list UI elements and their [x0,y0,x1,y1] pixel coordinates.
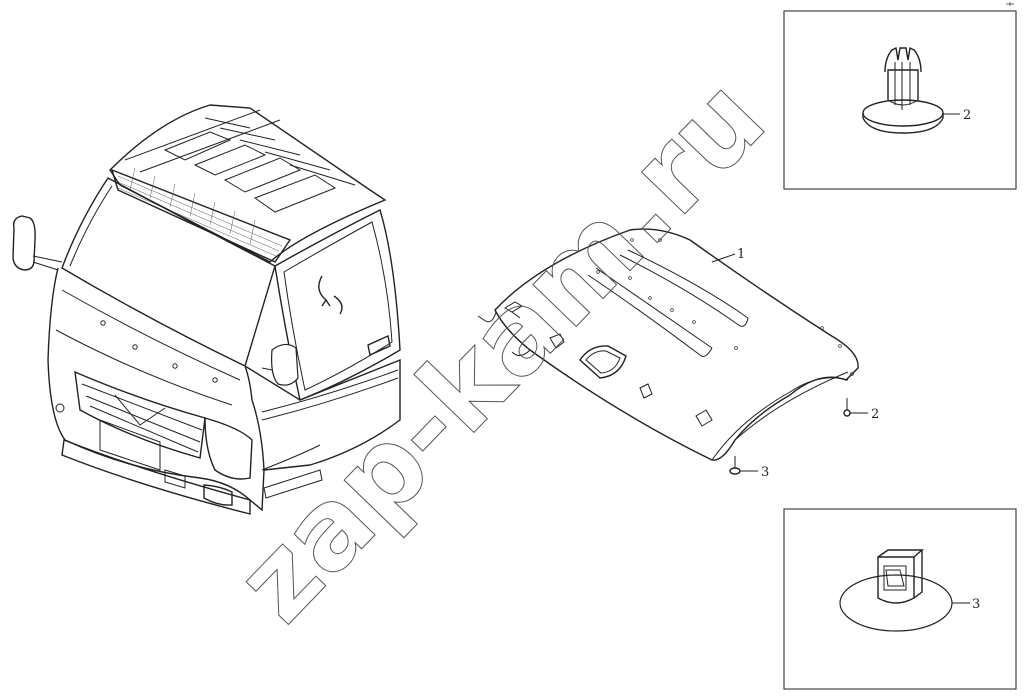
cab-door [244,209,401,499]
callout-clip-on-roof: 2 [871,407,879,422]
cab-roof [109,104,387,263]
detail-box-clip [783,10,1017,190]
roof-headliner-panel [477,228,868,475]
windshield [61,177,276,367]
callout-clip-in-box: 2 [963,108,971,123]
corner-mark [1006,2,1014,6]
side-mirror-left [12,215,63,271]
truck-cab-illustration [12,104,401,515]
callout-grommet-in-box: 3 [972,597,980,612]
installed-clip-marker [843,398,851,417]
detail-box-grommet [783,508,1017,690]
watermark-text: zap-kam.ru [212,54,790,646]
cab-front-body [47,267,265,515]
callout-grommet-on-roof: 3 [761,465,769,480]
installed-grommet-marker [729,456,741,475]
callout-roof-panel: 1 [737,247,745,262]
